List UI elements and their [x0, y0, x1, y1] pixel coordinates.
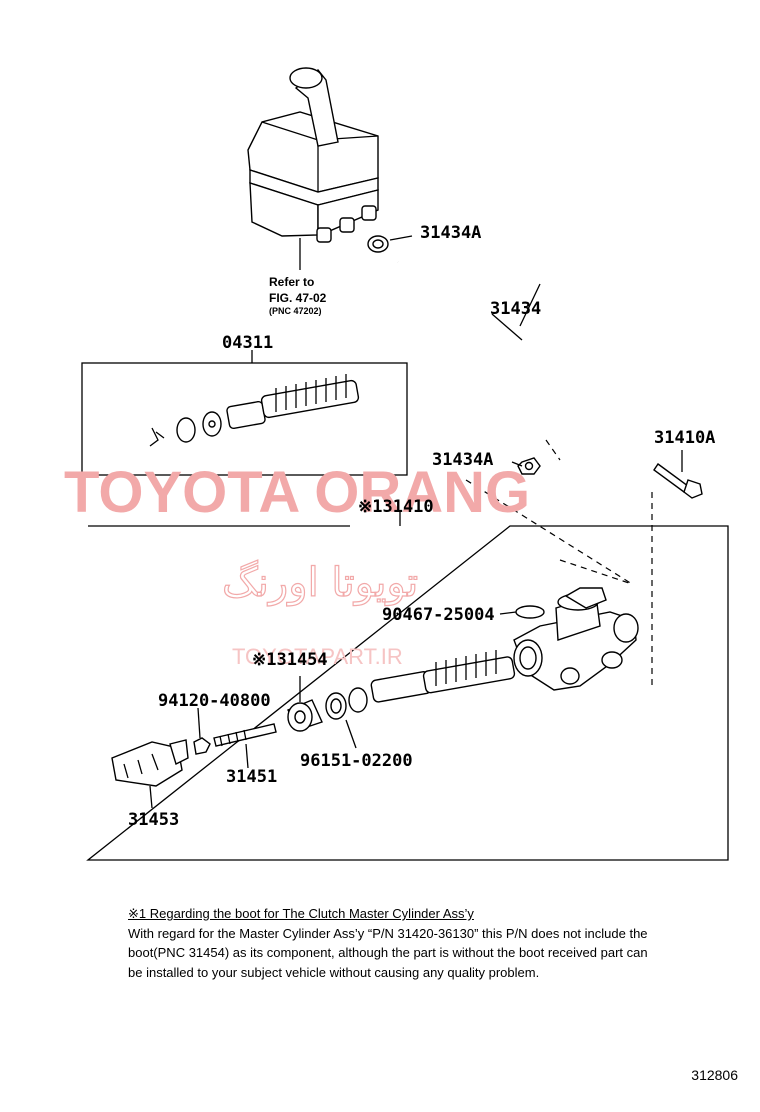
- label-31410: ※131410: [358, 497, 434, 517]
- bolt-drawing: [653, 450, 703, 499]
- repair-kit-frame: [81, 350, 408, 476]
- watermark-brand: TOYOTA ORANG: [64, 460, 530, 525]
- label-94120: 94120-40800: [158, 691, 271, 711]
- label-31453: 31453: [128, 810, 179, 830]
- master-cylinder-drawing: [499, 587, 639, 691]
- label-31454: ※131454: [252, 650, 328, 670]
- label-04311: 04311: [222, 333, 273, 353]
- master-cylinder-frame: [86, 439, 729, 861]
- watermark-persian: تویوتا اورنگ: [222, 560, 418, 606]
- figure-code: 312806: [691, 1067, 738, 1083]
- refer-line-1: Refer to: [269, 275, 314, 289]
- label-90467: 90467-25004: [382, 605, 495, 625]
- leader-lines: [345, 283, 541, 749]
- refer-line-2: FIG. 47-02: [269, 291, 327, 305]
- label-31434A-upper: 31434A: [420, 223, 481, 243]
- grommet-upper-drawing: [367, 235, 413, 253]
- label-31434: 31434: [490, 299, 541, 319]
- label-31451: 31451: [226, 767, 277, 787]
- footnote-title: ※1 Regarding the boot for The Clutch Mas…: [128, 906, 474, 921]
- hose-clamp-lower-drawing: [511, 457, 541, 475]
- refer-line-3: (PNC 47202): [269, 306, 322, 316]
- label-31410A: 31410A: [654, 428, 715, 448]
- footnote: ※1 Regarding the boot for The Clutch Mas…: [128, 904, 648, 982]
- reservoir-hose-drawing: [396, 256, 618, 466]
- footnote-body: With regard for the Master Cylinder Ass’…: [128, 925, 648, 980]
- reservoir-tank-drawing: [247, 67, 379, 270]
- label-31434A-lower: 31434A: [432, 450, 493, 470]
- pushrod-assembly-drawing: [111, 650, 516, 809]
- label-96151: 96151-02200: [300, 751, 413, 771]
- watermark-site: TOYOTAPART.IR: [232, 644, 403, 669]
